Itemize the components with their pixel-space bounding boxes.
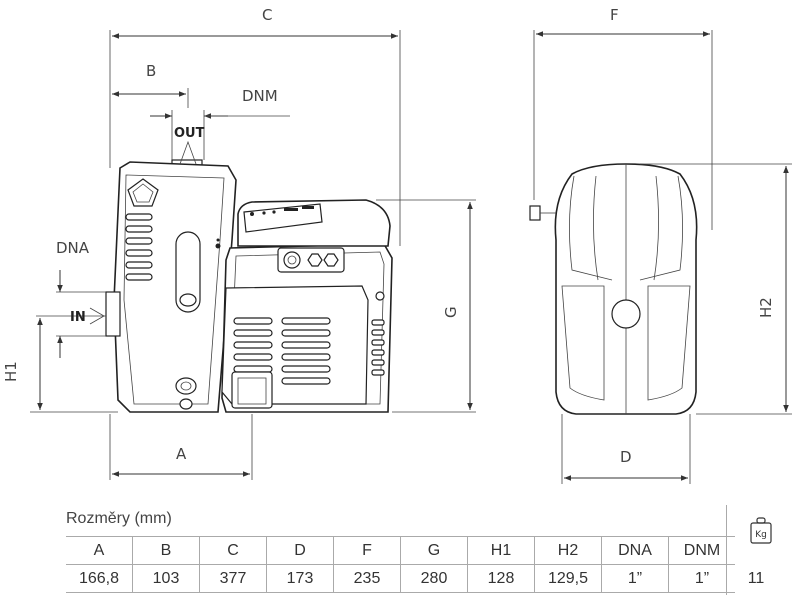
header-cell: DNA	[601, 536, 669, 565]
header-cell: G	[400, 536, 468, 565]
motor-vents-right	[281, 317, 331, 385]
value-cell: 173	[266, 564, 334, 593]
value-cell: 129,5	[534, 564, 602, 593]
label-dnm: DNM	[242, 87, 278, 105]
side-vent-slots	[371, 319, 385, 376]
label-dna: DNA	[56, 239, 90, 257]
value-cell: 128	[467, 564, 535, 593]
dimensions-table: A B C D F G H1 H2 DNA DNM 166,8 103 377 …	[66, 536, 735, 593]
weight-column	[726, 505, 787, 595]
header-cell: D	[266, 536, 334, 565]
header-cell: B	[132, 536, 200, 565]
left-vent-slots	[125, 213, 153, 281]
table-value-row: 166,8 103 377 173 235 280 128 129,5 1” 1…	[66, 564, 735, 593]
label-in: IN	[70, 310, 86, 325]
technical-drawing: C B DNM OUT DNA IN H1 A G F H2 D	[2, 6, 792, 484]
label-a: A	[176, 445, 187, 463]
header-cell: A	[66, 536, 133, 565]
weight-icon-label: Kg	[755, 530, 767, 540]
label-b: B	[146, 62, 156, 80]
header-cell: DNM	[668, 536, 735, 565]
label-g: G	[442, 306, 460, 318]
value-cell: 235	[333, 564, 401, 593]
dimension-lines	[30, 30, 792, 484]
value-cell: 1”	[668, 564, 735, 593]
header-cell: H2	[534, 536, 602, 565]
header-cell: F	[333, 536, 401, 565]
value-cell: 1”	[601, 564, 669, 593]
front-view	[105, 159, 393, 413]
label-h2: H2	[757, 297, 775, 318]
header-cell: H1	[467, 536, 535, 565]
value-cell: 280	[400, 564, 468, 593]
value-cell: 166,8	[66, 564, 133, 593]
weight-value: 11	[747, 570, 765, 587]
value-cell: 103	[132, 564, 200, 593]
table-header-row: A B C D F G H1 H2 DNA DNM	[66, 536, 735, 565]
weight-icon: Kg	[750, 517, 772, 544]
header-cell: C	[199, 536, 267, 565]
label-h1: H1	[2, 361, 20, 382]
table-caption: Rozměry (mm)	[66, 510, 172, 527]
value-cell: 377	[199, 564, 267, 593]
label-c: C	[262, 6, 272, 24]
label-f: F	[610, 6, 619, 24]
side-view	[529, 163, 698, 415]
label-out: OUT	[174, 126, 205, 141]
label-d: D	[620, 448, 632, 466]
